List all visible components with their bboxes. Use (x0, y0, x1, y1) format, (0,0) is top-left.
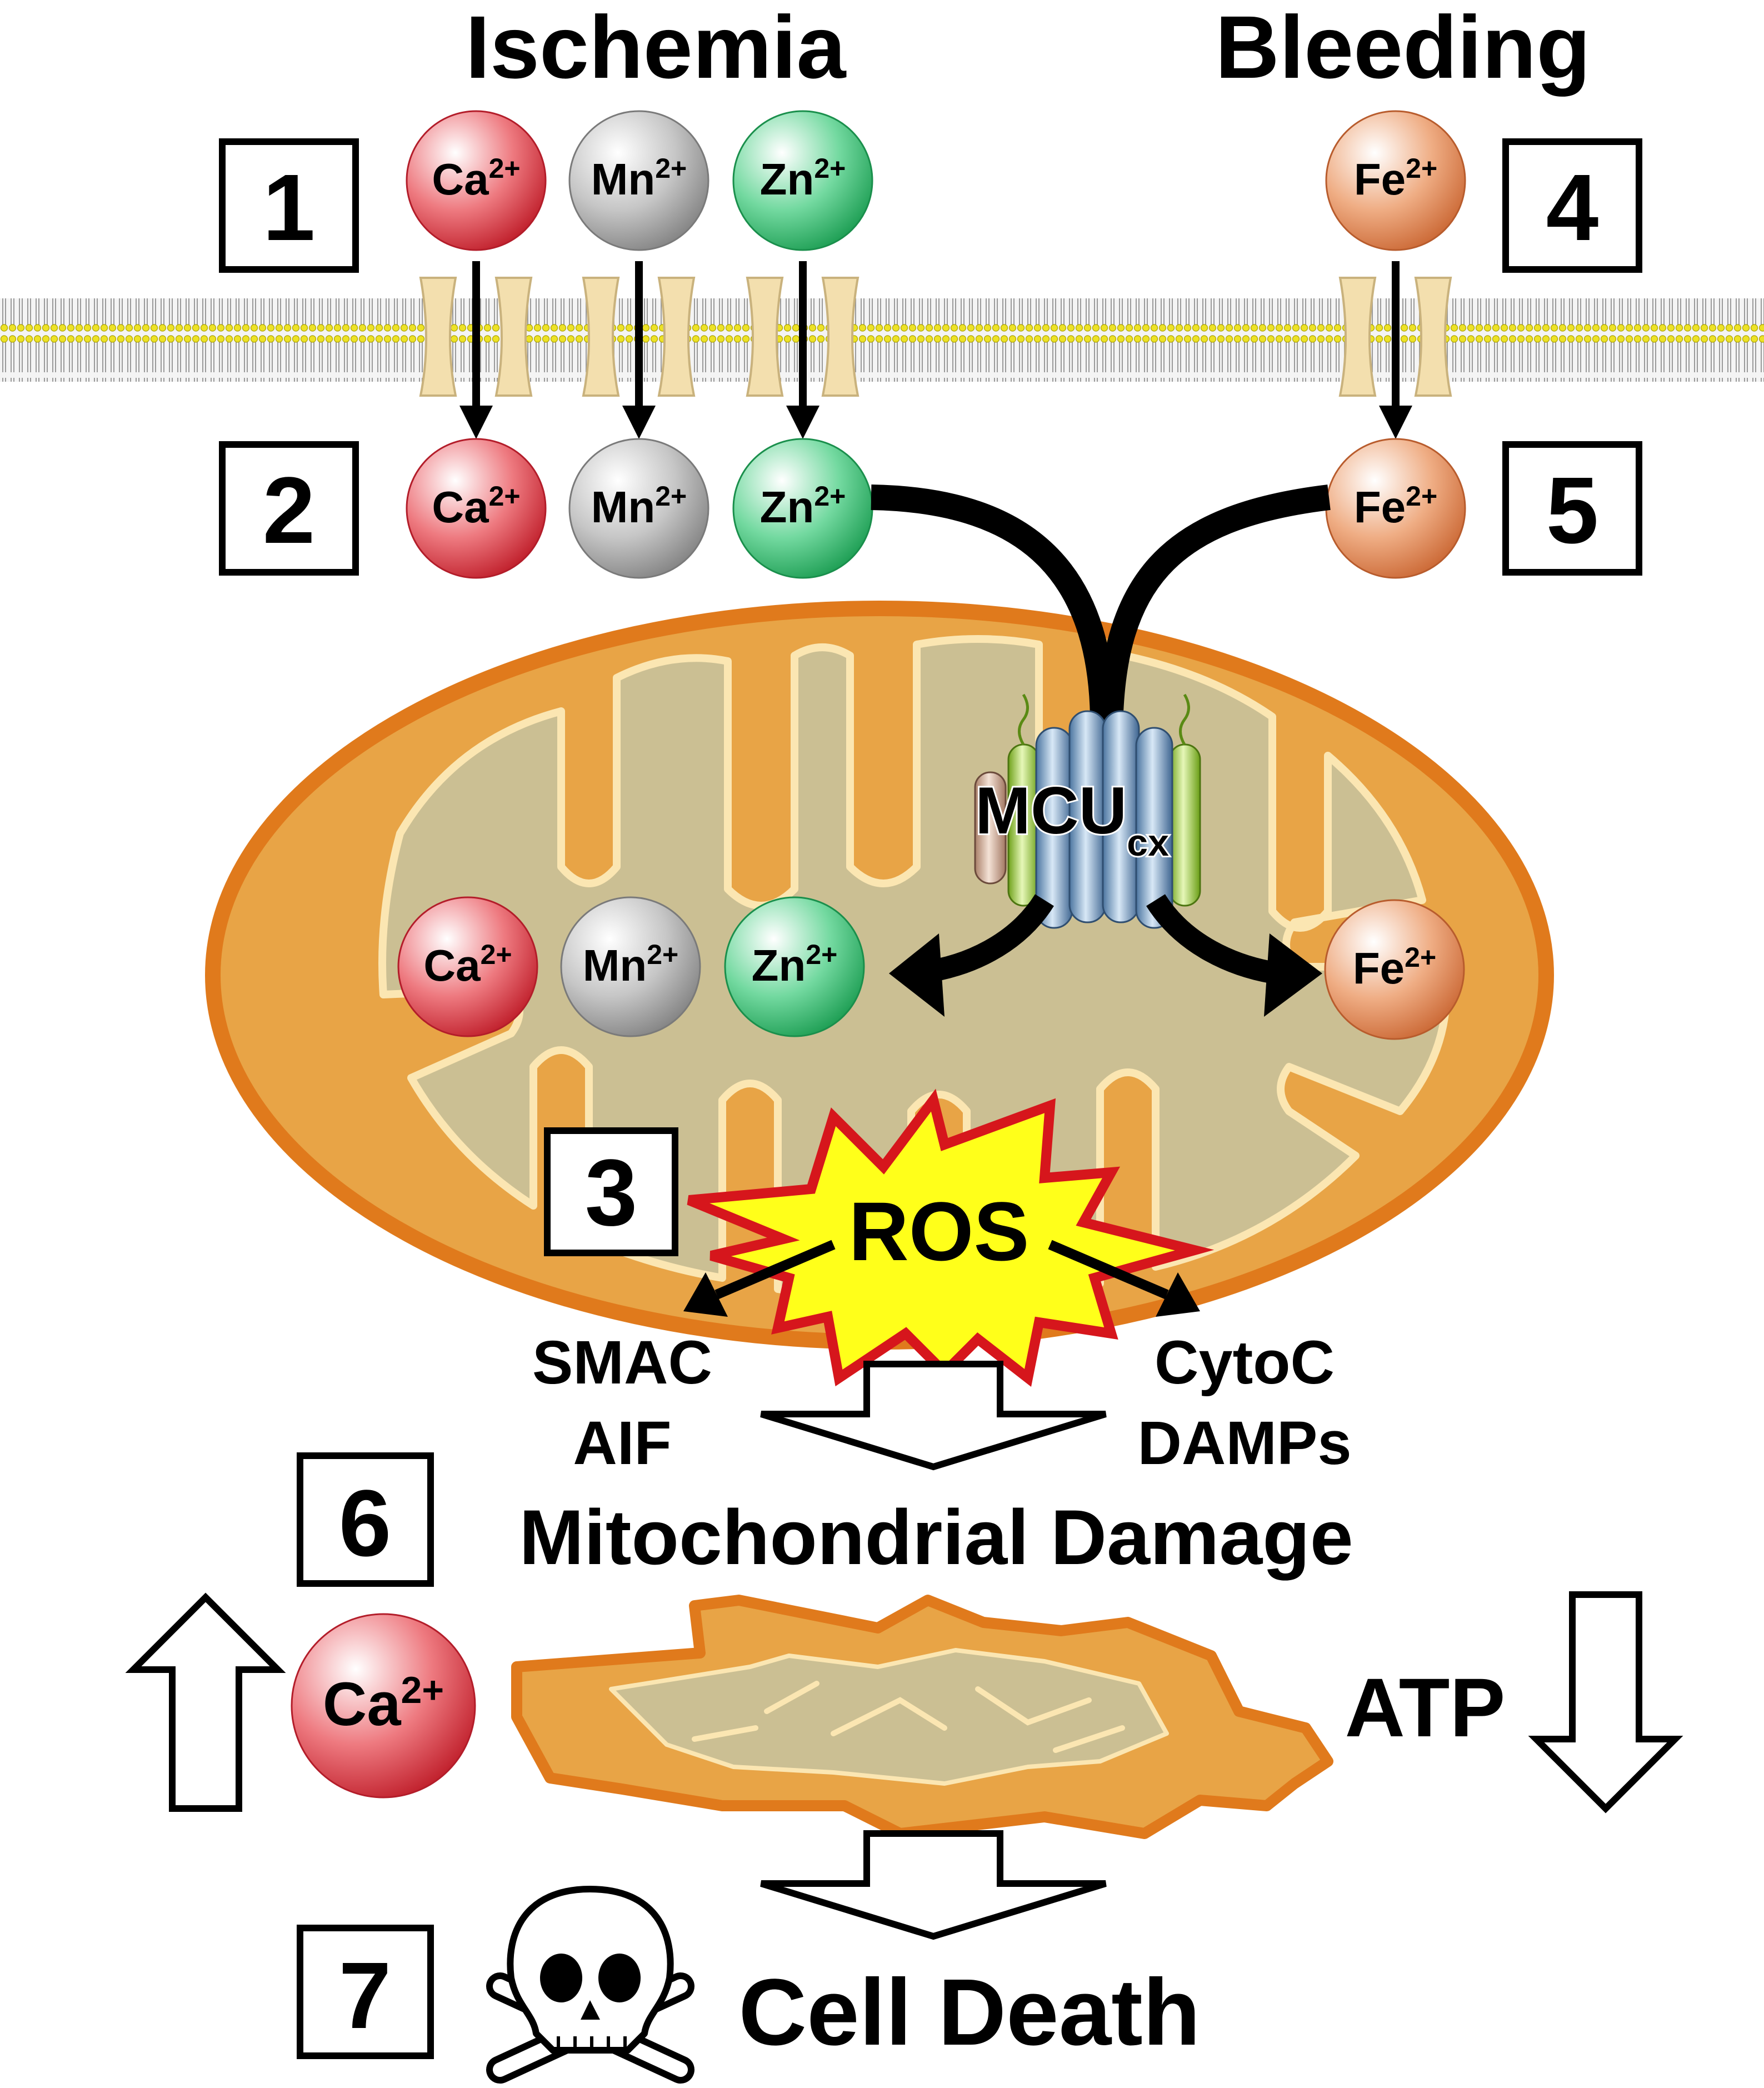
step-box-7: 7 (297, 1925, 434, 2059)
ion-channel-calcium (419, 277, 533, 397)
ion-calcium-elevated: Ca2+ (291, 1613, 476, 1799)
svg-text:Ca2+: Ca2+ (323, 1669, 444, 1739)
released-factor-damps: DAMPs (1137, 1409, 1351, 1477)
released-factor-aif: AIF (573, 1409, 671, 1477)
zinc-import-line (871, 484, 1116, 734)
ion-zinc-cytosolic: Zn2+ (732, 438, 873, 579)
damaged-mitochondrion (511, 1595, 1333, 1839)
svg-text:6: 6 (339, 1471, 392, 1576)
ion-calcium-extracellular: Ca2+ (406, 110, 547, 251)
skull-crossbones-icon (486, 1886, 694, 2084)
svg-text:Ca2+: Ca2+ (432, 481, 520, 532)
step-box-2: 2 (219, 441, 359, 576)
svg-text:Zn2+: Zn2+ (760, 481, 846, 532)
svg-text:7: 7 (339, 1943, 392, 2049)
ion-zinc-matrix: Zn2+ (724, 896, 865, 1037)
ischemia-heading: Ischemia (466, 0, 847, 97)
ros-burst: ROS (687, 1088, 1215, 1387)
svg-text:Fe2+: Fe2+ (1354, 153, 1437, 204)
svg-text:Fe2+: Fe2+ (1353, 942, 1436, 993)
svg-text:3: 3 (585, 1140, 638, 1246)
mcu-label: MCUcx (975, 773, 1169, 864)
mcu-complex: MCUcx (973, 693, 1201, 929)
svg-text:Mn2+: Mn2+ (583, 939, 679, 990)
step-box-1: 1 (219, 138, 359, 273)
bleeding-heading: Bleeding (1215, 0, 1591, 97)
svg-text:4: 4 (1546, 155, 1599, 261)
svg-text:Fe2+: Fe2+ (1354, 481, 1437, 532)
open-down-arrow-1 (760, 1361, 1107, 1471)
ion-manganese-extracellular: Mn2+ (568, 110, 709, 251)
ion-channel-zinc (746, 277, 859, 397)
svg-text:1: 1 (263, 155, 316, 261)
open-down-arrow-2 (760, 1830, 1107, 1940)
svg-text:Ca2+: Ca2+ (432, 153, 520, 204)
step-box-5: 5 (1502, 441, 1642, 576)
step-box-6: 6 (297, 1452, 434, 1587)
plasma-membrane (0, 298, 1764, 382)
ion-manganese-cytosolic: Mn2+ (568, 438, 709, 579)
atp-label: ATP (1345, 1661, 1506, 1754)
svg-text:Zn2+: Zn2+ (760, 153, 846, 204)
svg-text:Mn2+: Mn2+ (591, 481, 687, 532)
cell-death-label: Cell Death (738, 1960, 1200, 2065)
ion-channel-manganese (582, 277, 696, 397)
increase-arrow (125, 1592, 286, 1812)
svg-text:Mn2+: Mn2+ (591, 153, 687, 204)
ion-channel-iron (1338, 277, 1452, 397)
ros-release-arrows (683, 1240, 1200, 1317)
ion-calcium-cytosolic: Ca2+ (406, 438, 547, 579)
step-box-4: 4 (1502, 138, 1642, 273)
step-box-3: 3 (544, 1127, 678, 1256)
svg-text:2: 2 (263, 458, 316, 563)
mitochondrial-damage-label: Mitochondrial Damage (519, 1493, 1353, 1581)
released-factor-cytoc: CytoC (1155, 1328, 1335, 1397)
ion-calcium-matrix: Ca2+ (397, 896, 538, 1037)
ion-manganese-matrix: Mn2+ (560, 896, 701, 1037)
mcu-release-arrows (889, 894, 1322, 1017)
iron-import-line (1097, 484, 1331, 734)
ion-zinc-extracellular: Zn2+ (732, 110, 873, 251)
ion-iron-cytosolic: Fe2+ (1325, 438, 1466, 579)
released-factor-smac: SMAC (532, 1328, 712, 1397)
decrease-arrow (1528, 1591, 1683, 1814)
ion-iron-matrix: Fe2+ (1324, 899, 1465, 1040)
svg-text:Ca2+: Ca2+ (423, 939, 512, 990)
ros-label: ROS (848, 1185, 1029, 1278)
svg-text:5: 5 (1546, 458, 1599, 563)
ion-iron-extracellular: Fe2+ (1325, 110, 1466, 251)
svg-text:Zn2+: Zn2+ (752, 939, 838, 990)
influx-arrows (459, 261, 1412, 439)
